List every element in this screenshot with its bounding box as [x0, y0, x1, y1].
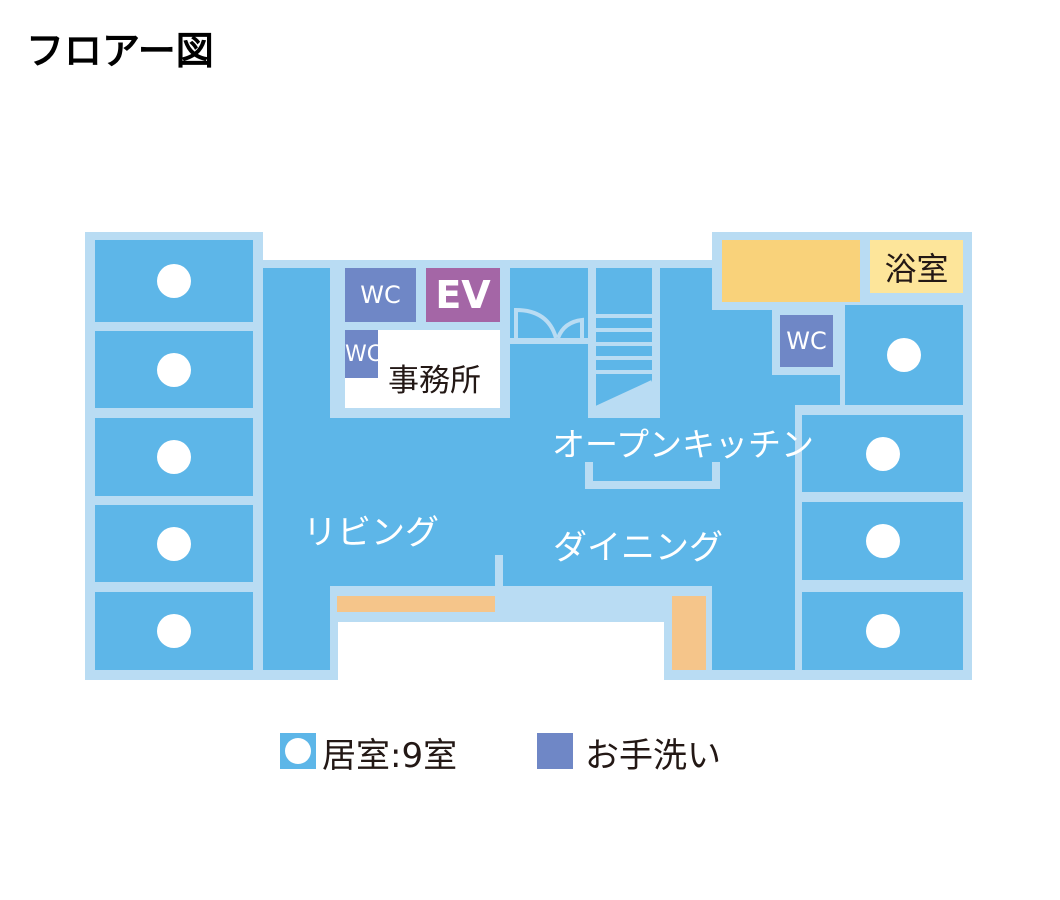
room-dot-icon: [157, 352, 191, 387]
legend-toilet-label: お手洗い: [585, 736, 721, 776]
room: [95, 331, 253, 408]
toilet-2: WC: [345, 330, 382, 378]
toilet-1: WC: [345, 268, 416, 322]
legend-room-label: 居室:9室: [322, 736, 458, 776]
kitchen-counter: [585, 481, 720, 489]
room: [845, 305, 963, 405]
door-swing-icon: [514, 307, 584, 339]
bath-area: [722, 240, 860, 302]
kitchen-counter: [585, 462, 593, 488]
room-dot-icon: [865, 524, 900, 558]
room-dot-icon: [887, 338, 921, 372]
room-dot-icon: [157, 440, 191, 474]
room-dot-icon: [865, 614, 900, 648]
elevator: EV: [426, 268, 500, 322]
wall-right-inner: [795, 405, 805, 680]
room: [95, 240, 253, 322]
legend-toilet-icon: [537, 733, 573, 769]
room: [802, 592, 963, 670]
partition: [495, 555, 503, 600]
storage-1: [337, 596, 495, 612]
room: [802, 502, 963, 580]
room-dot-icon: [157, 614, 191, 648]
staircase-icon: [595, 308, 653, 410]
room: [95, 505, 253, 582]
bath-label: 浴室: [870, 240, 963, 293]
toilet-3: WC: [780, 315, 833, 367]
page-title: フロアー図: [26, 29, 214, 73]
stair-landing: [596, 268, 652, 308]
dining-area: [330, 418, 712, 586]
kitchen-counter: [712, 462, 720, 488]
room: [95, 592, 253, 670]
living-area: [263, 268, 330, 670]
room-dot-icon: [157, 526, 191, 561]
living-label: リビング: [303, 513, 439, 553]
room: [95, 418, 253, 496]
door-wall: [510, 338, 588, 344]
office-label: 事務所: [388, 363, 481, 399]
dining-label: ダイニング: [553, 528, 723, 568]
storage-2: [672, 596, 706, 670]
room-dot-icon: [865, 436, 900, 471]
room: [802, 415, 963, 492]
room-dot-icon: [157, 264, 191, 298]
hall: [660, 268, 712, 418]
kitchen-label: オープンキッチン: [552, 425, 815, 464]
legend-room-icon: [280, 733, 316, 769]
